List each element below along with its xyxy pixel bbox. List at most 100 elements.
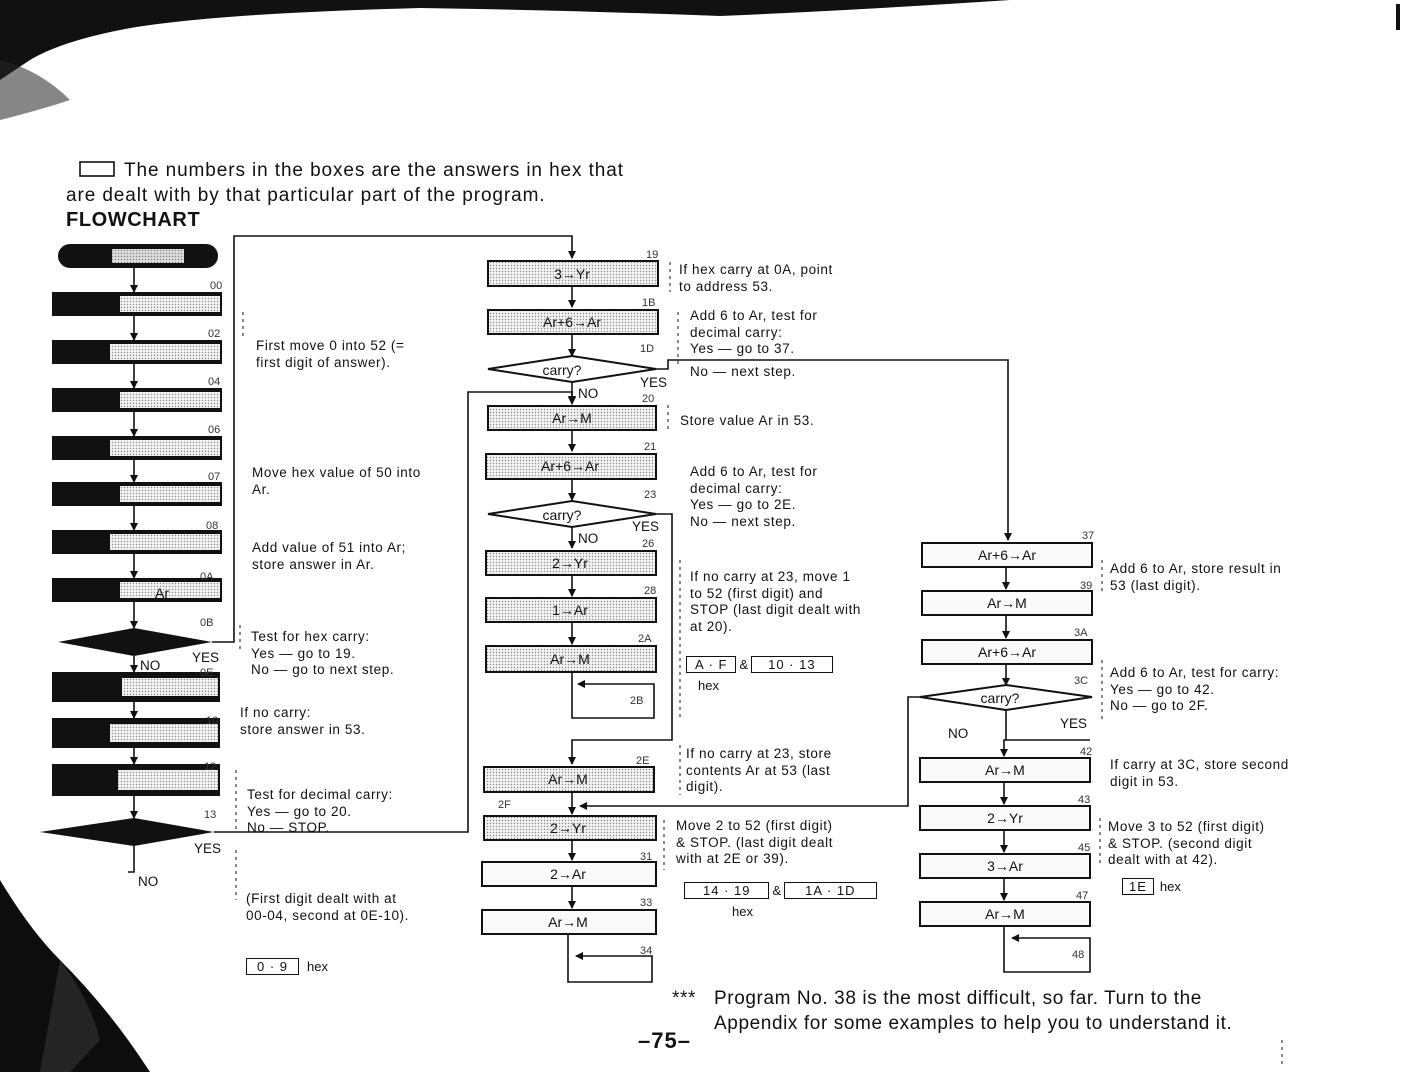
decision-label-23: carry? xyxy=(543,507,582,523)
box-label-2A: Ar→M xyxy=(550,651,590,667)
box-label-31: 2→Ar xyxy=(550,866,586,882)
branch-label-no: NO xyxy=(140,658,160,673)
address-1B: 1B xyxy=(642,297,655,309)
address-21: 21 xyxy=(644,441,656,453)
address-42: 42 xyxy=(1080,746,1092,758)
range-amp: & xyxy=(772,883,782,898)
address-2E: 2E xyxy=(636,755,649,767)
box-label-20: Ar→M xyxy=(552,410,592,426)
note-add6-test: Add 6 to Ar, test for carry: Yes — go to… xyxy=(1110,665,1280,713)
note-move-hex: Move hex value of 50 into Ar. xyxy=(252,465,421,497)
page-number: –75– xyxy=(638,1028,691,1053)
range-group-2: A · F & 10 · 13 xyxy=(686,656,833,673)
decision-diamonds xyxy=(487,354,1093,712)
address-39: 39 xyxy=(1080,580,1092,592)
box-label-28: 1→Ar xyxy=(552,602,588,618)
range-box: 14 · 19 xyxy=(684,882,770,899)
intro-line-2: are dealt with by that particular part o… xyxy=(66,185,546,206)
branch-label-yes: YES xyxy=(632,519,659,534)
connectors-middle xyxy=(567,286,1012,983)
box-label-26: 2→Yr xyxy=(552,555,588,571)
connectors-right xyxy=(579,567,1091,973)
range-group-4: 1E hex xyxy=(1122,878,1181,895)
box-label-2E: Ar→M xyxy=(548,771,588,787)
intro-line-1: The numbers in the boxes are the answers… xyxy=(124,160,624,181)
range-box: 1A · 1D xyxy=(784,882,877,899)
range-unit: hex xyxy=(732,904,753,919)
connectors-left xyxy=(128,235,576,873)
note-add6-1: Add 6 to Ar, test for decimal carry: Yes… xyxy=(690,308,818,356)
address-13: 13 xyxy=(204,809,216,821)
footer-stars: *** xyxy=(672,988,696,1009)
address-47: 47 xyxy=(1076,890,1088,902)
address-20: 20 xyxy=(642,393,654,405)
address-08: 08 xyxy=(206,520,218,532)
address-0A: 0A xyxy=(200,571,214,583)
legend-box-icon xyxy=(79,161,115,177)
note-move-2: Move 2 to 52 (first digit) & STOP. (last… xyxy=(676,818,834,866)
address-1D: 1D xyxy=(640,343,654,355)
range-box: 1E xyxy=(1122,878,1154,895)
flowchart-heading: FLOWCHART xyxy=(66,209,201,231)
note-move-3: Move 3 to 52 (first digit) & STOP. (seco… xyxy=(1108,819,1265,867)
footer-line-2: Appendix for some examples to help you t… xyxy=(714,1013,1233,1034)
address-43: 43 xyxy=(1078,794,1090,806)
note-no-carry-23-store: If no carry at 23, store contents Ar at … xyxy=(686,746,832,794)
note-carry-3C: If carry at 3C, store second digit in 53… xyxy=(1110,757,1289,789)
box-label-39: Ar→M xyxy=(987,595,1027,611)
address-48: 48 xyxy=(1072,949,1084,961)
address-2A: 2A xyxy=(638,633,652,645)
address-31: 31 xyxy=(640,851,652,863)
range-box: A · F xyxy=(686,656,737,673)
address-28: 28 xyxy=(644,585,656,597)
decision-label-3C: carry? xyxy=(981,690,1020,706)
box-label-42: Ar→M xyxy=(985,762,1025,778)
process-boxes xyxy=(481,260,1093,935)
box-label-3A: Ar+6→Ar xyxy=(978,644,1036,660)
address-02: 02 xyxy=(208,328,220,340)
box-label-47: Ar→M xyxy=(985,906,1025,922)
note-add-51: Add value of 51 into Ar; store answer in… xyxy=(252,540,406,572)
address-45: 45 xyxy=(1078,842,1090,854)
branch-label-no: NO xyxy=(138,874,158,889)
range-box: 0 · 9 xyxy=(246,958,300,975)
branch-label-no: NO xyxy=(948,726,968,741)
box-label-2F: 2→Yr xyxy=(550,820,586,836)
branch-label-no: NO xyxy=(578,386,598,401)
note-add6-store: Add 6 to Ar, store result in 53 (last di… xyxy=(1110,561,1282,593)
note-first-move: First move 0 into 52 (= first digit of a… xyxy=(256,338,405,370)
address-3A: 3A xyxy=(1074,627,1088,639)
range-group-3: 14 · 19 & 1A · 1D xyxy=(684,882,877,899)
note-add6-2: Add 6 to Ar, test for decimal carry: Yes… xyxy=(690,464,818,529)
address-2B: 2B xyxy=(630,695,643,707)
decision-label-1D: carry? xyxy=(543,362,582,378)
diagram-labels: 3→YrAr+6→ArAr→MAr+6→Ar2→Yr1→ArAr→MAr→M2→… xyxy=(138,249,1094,961)
note-store-53: Store value Ar in 53. xyxy=(680,413,815,428)
address-10: 10 xyxy=(206,715,218,727)
address-00: 00 xyxy=(210,280,222,292)
box-label-0A: Ar xyxy=(155,585,169,601)
address-26: 26 xyxy=(642,538,654,550)
note-separators xyxy=(235,262,1283,1068)
address-04: 04 xyxy=(208,376,220,388)
note-hex-carry-0A: If hex carry at 0A, point to address 53. xyxy=(679,262,833,294)
address-3C: 3C xyxy=(1074,675,1088,687)
footer-line-1: Program No. 38 is the most difficult, so… xyxy=(714,988,1202,1009)
address-0E: 0E xyxy=(200,667,213,679)
range-group-1: 0 · 9 hex xyxy=(246,958,328,975)
branch-label-yes: YES xyxy=(192,650,219,665)
address-23: 23 xyxy=(644,489,656,501)
box-label-1B: Ar+6→Ar xyxy=(543,314,601,330)
address-06: 06 xyxy=(208,424,220,436)
branch-label-yes: YES xyxy=(1060,716,1087,731)
range-unit: hex xyxy=(307,959,328,974)
address-19: 19 xyxy=(646,249,658,261)
note-no-carry: If no carry: store answer in 53. xyxy=(240,705,366,737)
box-label-19: 3→Yr xyxy=(554,266,590,282)
box-label-21: Ar+6→Ar xyxy=(541,458,599,474)
note-test-decimal: Test for decimal carry: Yes — go to 20. … xyxy=(247,787,393,835)
note-test-hex: Test for hex carry: Yes — go to 19. No —… xyxy=(251,629,395,677)
